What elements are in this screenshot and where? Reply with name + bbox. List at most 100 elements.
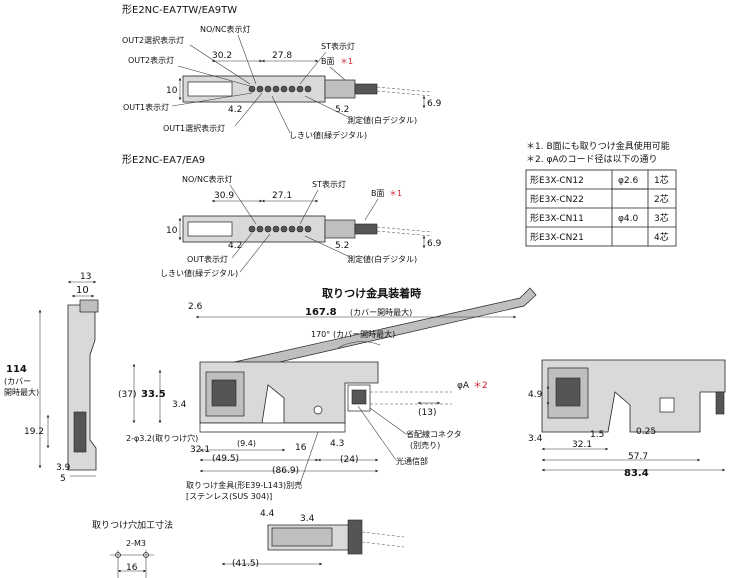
svg-text:10: 10 — [76, 285, 89, 296]
svg-text:＊1: ＊1 — [389, 189, 402, 198]
svg-text:(24): (24) — [340, 455, 358, 465]
svg-text:＊1: ＊1 — [340, 57, 353, 66]
svg-text:B面: B面 — [321, 57, 335, 66]
svg-text:19.2: 19.2 — [24, 427, 44, 437]
notes-block: ＊1. B面にも取りつけ金具使用可能 ＊2. φAのコード径は以下の通り 形E3… — [525, 140, 677, 247]
svg-text:30.9: 30.9 — [214, 191, 234, 201]
svg-text:B面: B面 — [371, 189, 385, 198]
svg-text:83.4: 83.4 — [624, 468, 649, 479]
svg-text:OUT2選択表示灯: OUT2選択表示灯 — [122, 35, 184, 45]
table-row: 形E3X-CN11 — [530, 212, 584, 224]
model1-led-row — [248, 85, 312, 93]
svg-text:OUT1表示灯: OUT1表示灯 — [123, 102, 169, 112]
svg-text:4.3: 4.3 — [330, 439, 344, 449]
svg-text:2-φ3.2(取りつけ穴): 2-φ3.2(取りつけ穴) — [126, 433, 198, 443]
svg-text:32.1: 32.1 — [190, 445, 210, 455]
right-view: 4.9 3.4 1.5 0.25 32.1 57.7 83.4 — [528, 359, 726, 479]
svg-text:4.2: 4.2 — [228, 105, 242, 115]
svg-text:3.9: 3.9 — [56, 463, 71, 473]
svg-text:1芯: 1芯 — [654, 174, 669, 186]
svg-text:光通信部: 光通信部 — [396, 456, 428, 466]
model2-title: 形E2NC-EA7/EA9 — [122, 154, 205, 166]
svg-text:取りつけ金具(形E39-L143)別売: 取りつけ金具(形E39-L143)別売 — [186, 480, 302, 490]
svg-text:(86.9): (86.9) — [272, 466, 299, 476]
svg-text:4.9: 4.9 — [528, 390, 543, 400]
model1-view: 形E2NC-EA7TW/EA9TW 30.2 27.8 10 4.2 5.2 6… — [122, 4, 442, 140]
model2-view: 形E2NC-EA7/EA9 30.9 27.1 10 4.2 5.2 6.9 N… — [122, 154, 442, 278]
svg-text:10: 10 — [166, 226, 178, 236]
svg-text:3.4: 3.4 — [300, 514, 315, 524]
svg-text:ST表示灯: ST表示灯 — [321, 41, 355, 51]
svg-text:5.2: 5.2 — [335, 241, 349, 251]
svg-text:16: 16 — [126, 563, 138, 573]
svg-text:省配線コネクタ: 省配線コネクタ — [406, 429, 462, 439]
svg-text:27.8: 27.8 — [272, 51, 292, 61]
svg-text:(別売り): (別売り) — [410, 440, 440, 450]
svg-text:(カバー開時最大): (カバー開時最大) — [333, 329, 395, 339]
svg-text:しきい値(緑デジタル): しきい値(緑デジタル) — [160, 268, 238, 278]
hole-view: 取りつけ穴加工寸法 2-M3 16 4.4 3.4 (41.5) — [92, 509, 405, 578]
svg-text:6.9: 6.9 — [427, 99, 442, 109]
svg-text:10: 10 — [166, 86, 178, 96]
svg-text:114: 114 — [6, 364, 27, 375]
note-1: ＊1. B面にも取りつけ金具使用可能 — [526, 140, 670, 152]
svg-text:4芯: 4芯 — [654, 231, 669, 243]
svg-text:2.6: 2.6 — [188, 302, 203, 312]
table-row: 形E3X-CN22 — [530, 193, 584, 205]
svg-text:NO/NC表示灯: NO/NC表示灯 — [182, 174, 233, 184]
svg-text:OUT2表示灯: OUT2表示灯 — [128, 55, 174, 65]
svg-text:0.25: 0.25 — [636, 427, 656, 437]
model2-led-row — [248, 225, 312, 233]
svg-text:3芯: 3芯 — [654, 212, 669, 224]
svg-text:φ4.0: φ4.0 — [618, 214, 639, 224]
svg-text:2芯: 2芯 — [654, 193, 669, 205]
holes-title: 取りつけ穴加工寸法 — [92, 519, 173, 531]
svg-text:30.2: 30.2 — [212, 51, 232, 61]
svg-text:167.8: 167.8 — [305, 307, 337, 318]
svg-text:[ステンレス(SUS 304)]: [ステンレス(SUS 304)] — [186, 492, 272, 501]
svg-text:(9.4): (9.4) — [237, 439, 256, 448]
svg-text:φ2.6: φ2.6 — [618, 176, 639, 186]
svg-text:＊2: ＊2 — [473, 381, 488, 391]
svg-text:4.2: 4.2 — [228, 241, 242, 251]
svg-text:NO/NC表示灯: NO/NC表示灯 — [200, 24, 251, 34]
svg-text:32.1: 32.1 — [572, 440, 592, 450]
mount-title: 取りつけ金具装着時 — [322, 286, 421, 300]
svg-text:5: 5 — [60, 474, 66, 484]
svg-text:(37): (37) — [118, 390, 136, 400]
svg-text:OUT1選択表示灯: OUT1選択表示灯 — [163, 123, 225, 133]
svg-text:170°: 170° — [311, 330, 330, 339]
mount-view: 取りつけ金具装着時 2.6 167.8 (カバー開時最大) 170° (カバー開… — [118, 286, 537, 501]
svg-text:4.4: 4.4 — [260, 509, 275, 519]
svg-text:測定値(白デジタル): 測定値(白デジタル) — [347, 254, 417, 264]
svg-text:2-M3: 2-M3 — [126, 539, 146, 548]
table-row: 形E3X-CN12 — [530, 174, 584, 186]
svg-text:3.4: 3.4 — [172, 400, 187, 410]
model1-title: 形E2NC-EA7TW/EA9TW — [122, 4, 237, 16]
svg-text:(カバー: (カバー — [4, 377, 31, 386]
svg-text:5.2: 5.2 — [335, 105, 349, 115]
side-view: 13 10 114 (カバー 開時最大) 19.2 3.9 5 — [4, 272, 99, 484]
svg-text:33.5: 33.5 — [141, 389, 166, 400]
table-row: 形E3X-CN21 — [530, 231, 584, 243]
svg-text:ST表示灯: ST表示灯 — [312, 179, 346, 189]
svg-text:13: 13 — [80, 272, 91, 282]
svg-text:(カバー開時最大): (カバー開時最大) — [350, 307, 412, 317]
svg-text:(13): (13) — [418, 408, 436, 418]
svg-text:1.5: 1.5 — [590, 430, 604, 440]
svg-text:3.4: 3.4 — [528, 434, 543, 444]
svg-text:しきい値(緑デジタル): しきい値(緑デジタル) — [289, 130, 367, 140]
svg-text:(41.5): (41.5) — [232, 559, 259, 569]
svg-text:57.7: 57.7 — [628, 452, 648, 462]
note-2: ＊2. φAのコード径は以下の通り — [526, 153, 658, 165]
svg-text:27.1: 27.1 — [272, 191, 292, 201]
svg-text:φA: φA — [457, 381, 470, 391]
svg-text:OUT表示灯: OUT表示灯 — [187, 254, 228, 264]
svg-text:測定値(白デジタル): 測定値(白デジタル) — [347, 115, 417, 125]
svg-text:(49.5): (49.5) — [212, 454, 239, 464]
svg-text:6.9: 6.9 — [427, 239, 442, 249]
svg-text:16: 16 — [295, 443, 307, 453]
cord-table: 形E3X-CN12 φ2.6 1芯 形E3X-CN22 2芯 形E3X-CN11… — [525, 169, 677, 247]
svg-text:開時最大): 開時最大) — [4, 387, 39, 397]
